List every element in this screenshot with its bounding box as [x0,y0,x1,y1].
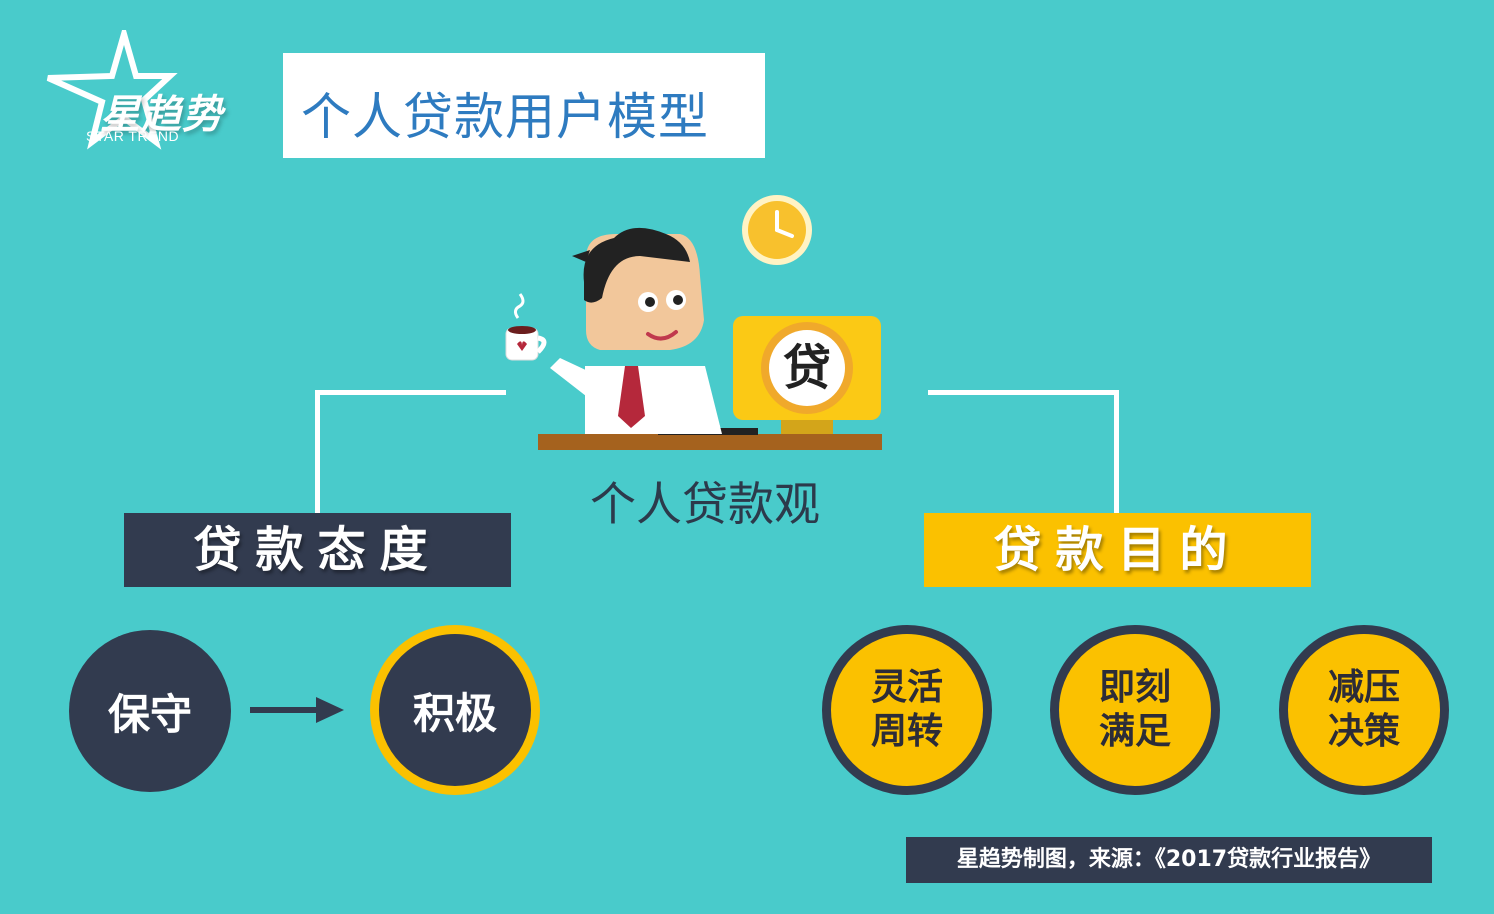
purpose-item-line1: 灵活 [870,667,943,708]
monitor-char: 贷 [782,340,831,396]
businessman-illustration [505,195,882,450]
monitor-icon [733,316,881,434]
purpose-item-line2: 满足 [1098,711,1171,752]
page-title: 个人贷款用户模型 [301,88,709,146]
attitude-to-circle: 积极 [370,625,540,795]
attitude-from-circle: 保守 [69,630,231,792]
connector-left-horizontal [315,390,506,395]
source-note: 星趋势制图，来源：《2017贷款行业报告》 [906,837,1432,883]
desk [538,434,882,450]
connector-left-vertical [315,390,320,513]
logo-brand-en: STAR TREND [86,128,180,144]
arrow-right-icon [250,697,344,723]
purpose-item-line1: 即刻 [1098,667,1171,708]
purpose-item-circle: 灵活 周转 [822,625,992,795]
logo-brand-cn: 星趋势 [100,92,223,138]
connector-right-horizontal [928,390,1119,395]
purpose-item-circle: 减压 决策 [1279,625,1449,795]
attitude-from-label: 保守 [107,689,192,739]
clock-icon [742,195,812,265]
loan-attitude-header: 贷款态度 [124,513,511,587]
connector-right-vertical [1114,390,1119,513]
star-trend-logo: 星趋势 STAR TREND [40,30,260,160]
purpose-item-line1: 减压 [1327,667,1400,708]
purpose-item-circle: 即刻 满足 [1050,625,1220,795]
attitude-to-label: 积极 [412,688,497,738]
loan-purpose-header: 贷款目的 [924,513,1311,587]
title-box: 个人贷款用户模型 [283,53,765,158]
star-icon [46,30,178,150]
purpose-item-line2: 决策 [1327,711,1400,752]
center-label: 个人贷款观 [590,477,820,531]
purpose-item-line2: 周转 [870,711,943,752]
